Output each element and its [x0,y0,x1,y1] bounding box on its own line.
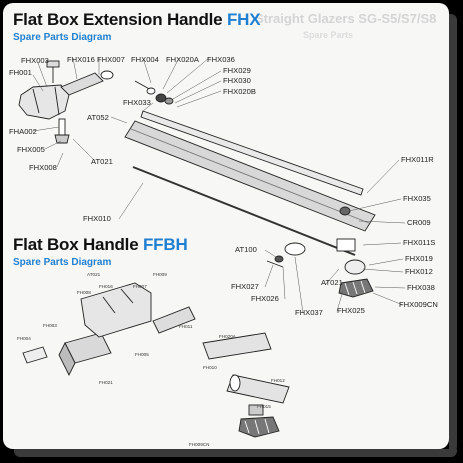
ffbh-handle-body [80,282,152,338]
label-at100: AT100 [235,245,257,254]
exploded-diagram: FHX003 FH001 FHX016 FHX007 FHX004 FHX020… [9,55,438,447]
section2-code: FFBH [143,235,188,254]
label-at021: AT021 [91,157,113,166]
section1-title: Flat Box Extension Handle FHX [13,10,261,30]
label-fhx007: FHX007 [97,55,125,64]
fhx-lock-ring [344,259,366,275]
label-fhx020b: FHX020B [223,87,256,96]
ffbh-tube-a [152,306,196,334]
fhx-handle-ribs [32,86,60,116]
fhx-pin [100,70,114,80]
label-fhx010: FHX010 [83,214,111,223]
small-label-fh007: FH007 [133,284,147,289]
page-shadow-bottom [14,449,457,457]
label-fhx026: FHX026 [251,294,279,303]
fhx-post-cap [54,134,70,144]
small-label-fh009cn: FH009CN [189,442,209,447]
label-fhx011r: FHX011R [401,155,434,164]
label-fhx025: FHX025 [337,306,365,315]
page-shadow-right [449,14,457,452]
extension-handle-parts [18,60,376,298]
label-fh001: FH001 [9,68,32,77]
small-label-fh021: FH021 [99,380,113,385]
ffbh-pin [22,346,48,364]
small-label-fh020a: FH020A [219,334,237,339]
small-label-fh003: FH003 [43,323,57,328]
label-fhx035: FHX035 [403,194,431,203]
fhx-nut [155,93,167,103]
small-label-fh012: FH012 [271,378,285,383]
small-label-fh015: FH015 [257,404,271,409]
section1-subtitle: Spare Parts Diagram [13,32,112,43]
fhx-cylinder-short [284,242,306,256]
fhx-grip-ridges [344,280,366,296]
label-fhx027: FHX027 [231,282,259,291]
leader-lines [32,57,406,314]
label-at021-lower: AT021 [321,278,343,287]
label-fhx033: FHX033 [123,98,151,107]
label-fhx009cn: FHX009CN [399,300,438,309]
section2-title: Flat Box Handle FFBH [13,235,188,255]
ffbh-collar [248,404,264,416]
label-fhx008: FHX008 [29,163,57,172]
fhx-handle-body [18,84,70,120]
small-label-fh016: FH016 [99,284,113,289]
fhx-post [58,118,66,136]
ffbh-grip-ridges [244,418,270,435]
label-fha002: FHA002 [9,127,37,136]
section2-title-text: Flat Box Handle [13,235,139,254]
label-fhx011s: FHX011S [403,238,435,247]
label-fhx020a: FHX020A [166,55,200,64]
section2-subtitle: Spare Parts Diagram [13,257,112,268]
label-cr009: CR009 [407,218,431,227]
label-fhx016: FHX016 [67,55,95,64]
outer-tube-highlight [130,128,370,224]
label-fhx038: FHX038 [407,283,435,292]
ffbh-bracket-side [58,341,76,377]
faded-background-subheading: Spare Parts [303,30,354,40]
section1-title-text: Flat Box Extension Handle [13,10,223,29]
small-label-fh011: FH011 [179,324,193,329]
parts-sheet: Straight Glazers SG-S5/S7/S8 Spare Parts… [3,3,449,449]
fhx-screw [266,260,284,268]
fhx-endcap-upper [339,206,351,216]
label-fhx030: FHX030 [223,76,251,85]
fhx-collar [336,238,356,252]
label-fhx003: FHX003 [21,56,49,65]
small-label-fh004: FH004 [17,336,31,341]
label-fhx036: FHX036 [207,55,235,64]
small-label-fh009: FH009 [153,272,167,277]
inner-tube [140,110,364,196]
small-label-fh010: FH010 [203,365,217,370]
fhx-grip [338,278,374,298]
part-labels-section2: AT100 FHX027 FHX026 FHX037 FHX025 AT021 … [17,245,365,447]
fhx-handle-arm [60,72,104,96]
ffbh-tube-c [226,374,290,404]
ffbh-tube-b [202,332,272,360]
part-labels-section1: FHX003 FH001 FHX016 FHX007 FHX004 FHX020… [9,55,438,309]
label-at052: AT052 [87,113,109,122]
slide-rod [132,166,356,256]
section1-code: FHX [226,10,261,29]
label-fhx005: FHX005 [17,145,45,154]
label-fhx019: FHX019 [405,254,433,263]
label-fhx029: FHX029 [223,66,251,75]
label-fhx037: FHX037 [295,308,323,317]
fhx-ring [164,97,174,105]
label-fhx004: FHX004 [131,55,159,64]
fhx-washer [146,87,156,95]
faded-background-heading: Straight Glazers SG-S5/S7/S8 [255,11,437,26]
ffbh-tube-c-end [229,374,241,392]
small-label-fh008: FH008 [77,290,91,295]
label-fhx012: FHX012 [405,267,433,276]
small-label-fh005: FH005 [135,352,149,357]
small-label-at021: AT021 [87,272,101,277]
ffbh-body-ribs [102,288,134,314]
flat-box-handle-parts [22,282,290,438]
